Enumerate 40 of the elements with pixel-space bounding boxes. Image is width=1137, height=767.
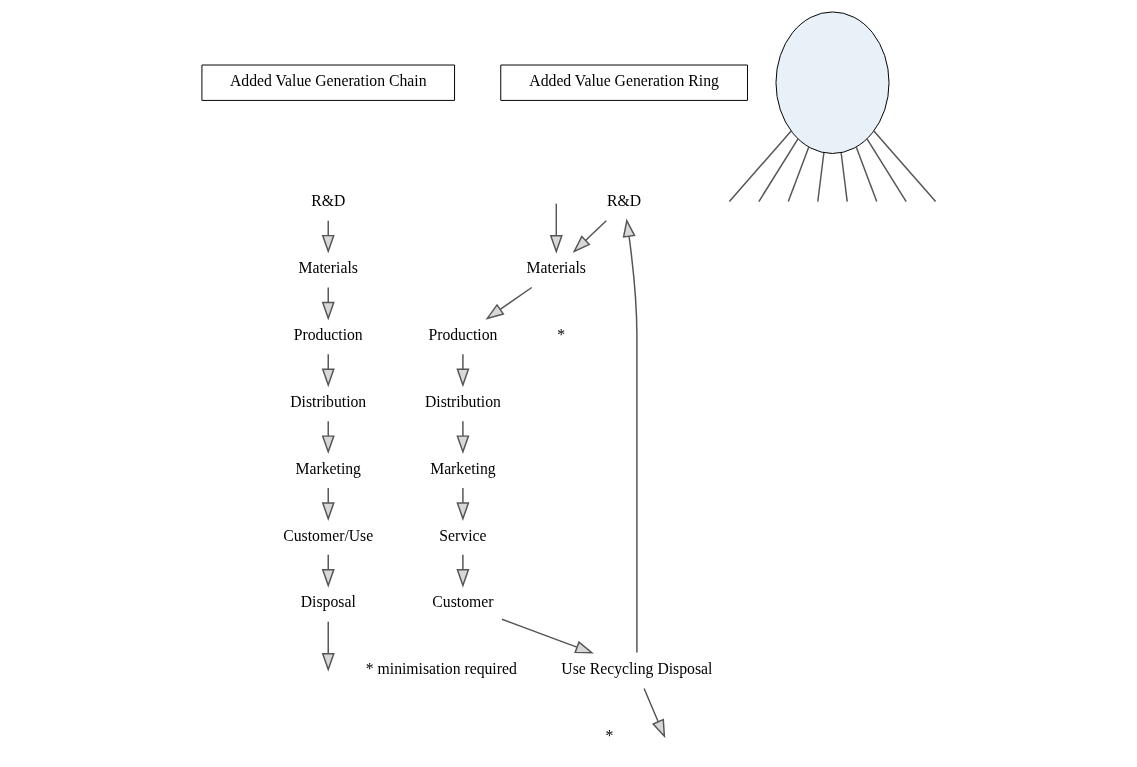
node-box: Added Value Generation Ring <box>499 64 748 101</box>
arrow <box>455 554 469 588</box>
node-text: Customer <box>431 593 493 611</box>
connector <box>872 130 936 203</box>
node-text: Production <box>427 326 497 344</box>
arrow <box>622 218 638 654</box>
arrow <box>321 620 335 672</box>
node-box: Added Value Generation Chain <box>200 64 455 101</box>
node-ellipse <box>775 11 889 154</box>
arrow <box>455 353 469 388</box>
node-text: Customer/Use <box>282 526 373 544</box>
arrow <box>455 420 469 455</box>
arrow <box>572 219 607 253</box>
node-text: R&D <box>310 192 345 210</box>
label: * minimisation required <box>365 660 517 678</box>
connector <box>865 138 907 203</box>
connector <box>839 152 848 203</box>
connector <box>757 138 799 203</box>
node-text: Service <box>438 526 486 544</box>
node-text: Disposal <box>300 593 356 611</box>
connector <box>855 146 877 203</box>
label: * <box>604 727 613 745</box>
arrow <box>484 286 532 320</box>
node-text: Marketing <box>429 459 496 477</box>
node-text: Production <box>293 326 363 344</box>
node-text: Distribution <box>289 392 366 410</box>
node-text: Materials <box>298 259 358 277</box>
node-text: Marketing <box>295 459 361 477</box>
arrow <box>549 202 563 254</box>
arrow <box>500 618 594 654</box>
node-text: Distribution <box>424 392 501 410</box>
node-text: Materials <box>526 259 586 277</box>
node-text: R&D <box>606 192 641 210</box>
label: * <box>556 326 565 344</box>
arrow <box>642 687 665 739</box>
connector <box>816 152 825 203</box>
connector <box>787 146 809 203</box>
arrow <box>455 487 469 521</box>
connector <box>728 130 792 203</box>
node-text: Use Recycling Disposal <box>560 660 712 678</box>
